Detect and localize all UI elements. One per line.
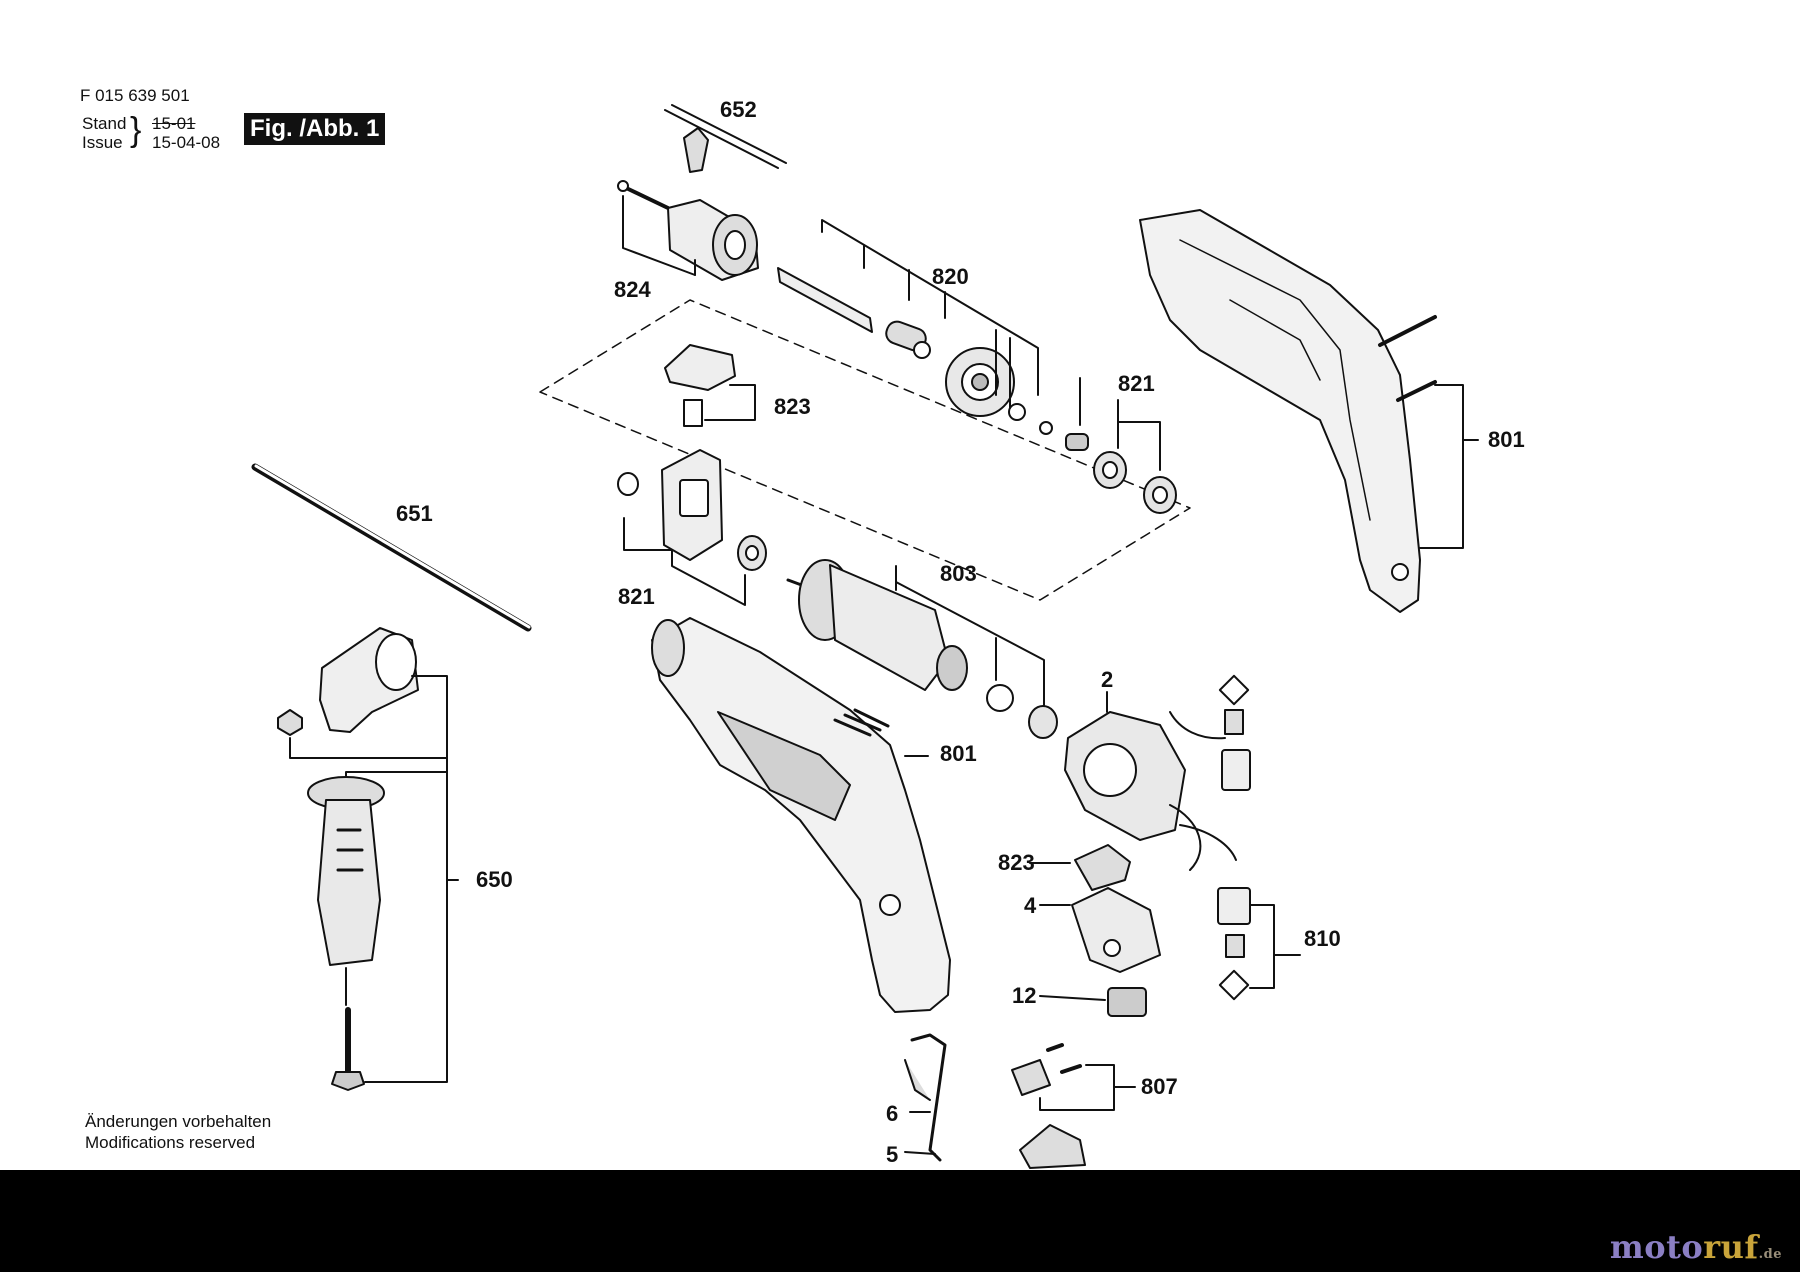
- document-number: F 015 639 501: [80, 86, 190, 105]
- callout-6: 6: [886, 1101, 899, 1126]
- issue-label: Issue: [82, 133, 123, 152]
- callout-807: 807: [1141, 1074, 1178, 1099]
- callout-801-body: 801: [940, 741, 977, 766]
- bearings-left-part: [617, 449, 767, 606]
- gear-cover-part: [664, 344, 756, 427]
- cable-part: [904, 1033, 1086, 1169]
- cable-clamp-part: [1011, 1043, 1136, 1111]
- housing-half-part: [1139, 209, 1479, 613]
- issue-value: 15-04-08: [152, 133, 221, 152]
- callout-650: 650: [476, 867, 513, 892]
- callout-803: 803: [940, 561, 977, 586]
- callout-820: 820: [932, 264, 969, 289]
- capacitor-part: [1039, 987, 1147, 1017]
- stand-label: Stand: [82, 114, 127, 133]
- callout-651: 651: [396, 501, 433, 526]
- callout-652: 652: [720, 97, 757, 122]
- callout-810: 810: [1304, 926, 1341, 951]
- callout-823-bottom: 823: [998, 850, 1035, 875]
- stand-value: 15-01: [152, 114, 196, 133]
- spindle-assembly-part: [777, 219, 1089, 451]
- watermark-suffix: .de: [1758, 1247, 1782, 1262]
- callout-824: 824: [614, 277, 651, 302]
- callout-4: 4: [1024, 893, 1037, 918]
- side-handle-part: [277, 627, 459, 1091]
- switch-part: [1039, 887, 1161, 973]
- callout-12: 12: [1012, 983, 1037, 1008]
- note-german: Änderungen vorbehalten: [85, 1112, 272, 1131]
- bearings-right-part: [1093, 399, 1177, 514]
- figure-label: Fig. /Abb. 1: [244, 113, 386, 145]
- carbon-brushes-part: [1217, 887, 1301, 1001]
- drill-housing-part: [651, 617, 951, 1013]
- note-english: Modifications reserved: [85, 1133, 256, 1152]
- callout-823-top: 823: [774, 394, 811, 419]
- watermark-part-1: moto: [1609, 1228, 1704, 1266]
- callout-821-left: 821: [618, 584, 655, 609]
- armature-part: [786, 559, 1058, 739]
- callout-5: 5: [886, 1142, 899, 1167]
- chuck-key-part: [664, 104, 787, 173]
- brace-glyph: }: [130, 111, 142, 149]
- callout-2: 2: [1101, 667, 1114, 692]
- callout-821-right: 821: [1118, 371, 1155, 396]
- field-stator-part: [1064, 674, 1251, 871]
- watermark-part-2: ruf: [1703, 1228, 1759, 1266]
- drill-chuck-part: [617, 180, 759, 281]
- watermark-logo: motoruf.de: [1610, 1228, 1782, 1266]
- callout-801-top: 801: [1488, 427, 1525, 452]
- scan-band: [0, 1170, 1800, 1272]
- brush-cover-part: [1029, 844, 1131, 891]
